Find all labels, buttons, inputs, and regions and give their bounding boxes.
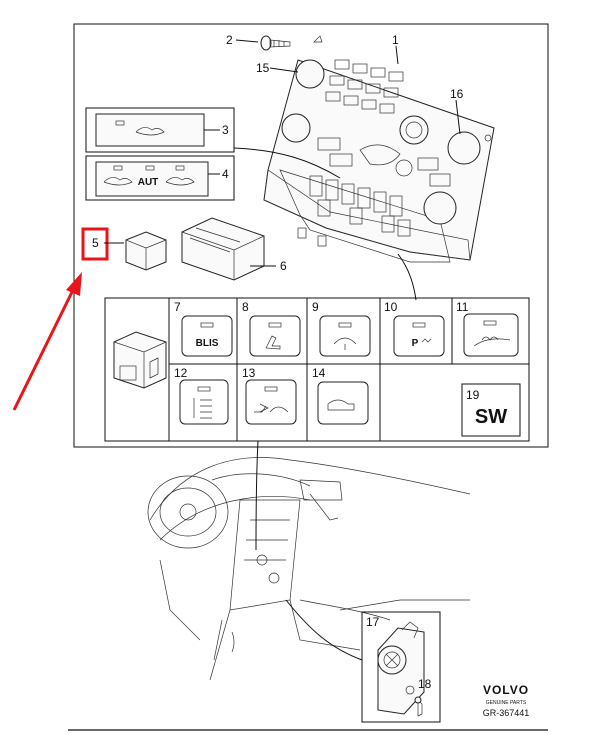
reference-code: GR-367441 bbox=[483, 708, 530, 718]
highlight-box bbox=[81, 227, 109, 261]
button-9-light bbox=[319, 315, 371, 357]
connector-part-6 bbox=[181, 217, 265, 281]
button-10-park: P bbox=[393, 315, 445, 357]
callout-2: 2 bbox=[226, 33, 233, 47]
svg-text:GENUINE PARTS: GENUINE PARTS bbox=[486, 700, 527, 706]
display-panel-3 bbox=[85, 107, 235, 153]
svg-text:P: P bbox=[412, 338, 419, 349]
switch-assembly bbox=[113, 331, 167, 389]
knob-left bbox=[281, 113, 311, 143]
aut-label: AUT bbox=[138, 177, 159, 188]
callout-6: 6 bbox=[280, 259, 287, 273]
button-grid bbox=[104, 297, 530, 442]
part-17-box bbox=[361, 611, 441, 723]
callout-9: 9 bbox=[312, 300, 319, 314]
button-13-heater bbox=[245, 379, 297, 425]
callout-8: 8 bbox=[242, 300, 249, 314]
button-14-car bbox=[317, 381, 369, 425]
svg-text:VOLVO: VOLVO bbox=[483, 683, 529, 697]
knob-right bbox=[423, 191, 457, 225]
callout-14: 14 bbox=[312, 366, 326, 380]
callout-16: 16 bbox=[450, 87, 464, 101]
screw-part-2 bbox=[260, 35, 291, 51]
callout-12: 12 bbox=[174, 366, 188, 380]
callout-10: 10 bbox=[384, 300, 398, 314]
callout-4: 4 bbox=[222, 167, 229, 181]
red-arrow bbox=[12, 272, 82, 411]
upper-frame bbox=[73, 23, 549, 448]
callout-1: 1 bbox=[392, 33, 399, 47]
button-8-seat bbox=[249, 315, 301, 357]
svg-text:BLIS: BLIS bbox=[196, 338, 219, 349]
callout-19: 19 bbox=[466, 388, 480, 402]
sw-tile: SW bbox=[461, 383, 521, 437]
button-11-heated bbox=[463, 313, 519, 357]
svg-text:SW: SW bbox=[475, 406, 507, 428]
volvo-logo: VOLVO GENUINE PARTS bbox=[483, 683, 529, 706]
callout-17: 17 bbox=[366, 615, 380, 629]
callout-5: 5 bbox=[92, 236, 99, 250]
display-panel-4: AUT bbox=[85, 155, 235, 201]
callout-13: 13 bbox=[242, 366, 256, 380]
switch-part-5 bbox=[125, 231, 167, 271]
dashboard-illustration bbox=[147, 457, 471, 681]
callout-11: 11 bbox=[456, 300, 469, 314]
callout-numbers: 1 2 3 4 5 6 7 8 9 10 11 12 13 14 15 16 1… bbox=[92, 33, 480, 691]
callout-3: 3 bbox=[222, 123, 229, 137]
button-7-blis: BLIS bbox=[181, 315, 233, 357]
callout-7: 7 bbox=[174, 300, 181, 314]
knob-15 bbox=[295, 59, 325, 89]
knob-16 bbox=[447, 131, 481, 165]
callout-15: 15 bbox=[256, 61, 270, 75]
callout-18: 18 bbox=[418, 677, 432, 691]
button-12-vent bbox=[179, 379, 229, 425]
climate-control-panel bbox=[263, 59, 495, 263]
